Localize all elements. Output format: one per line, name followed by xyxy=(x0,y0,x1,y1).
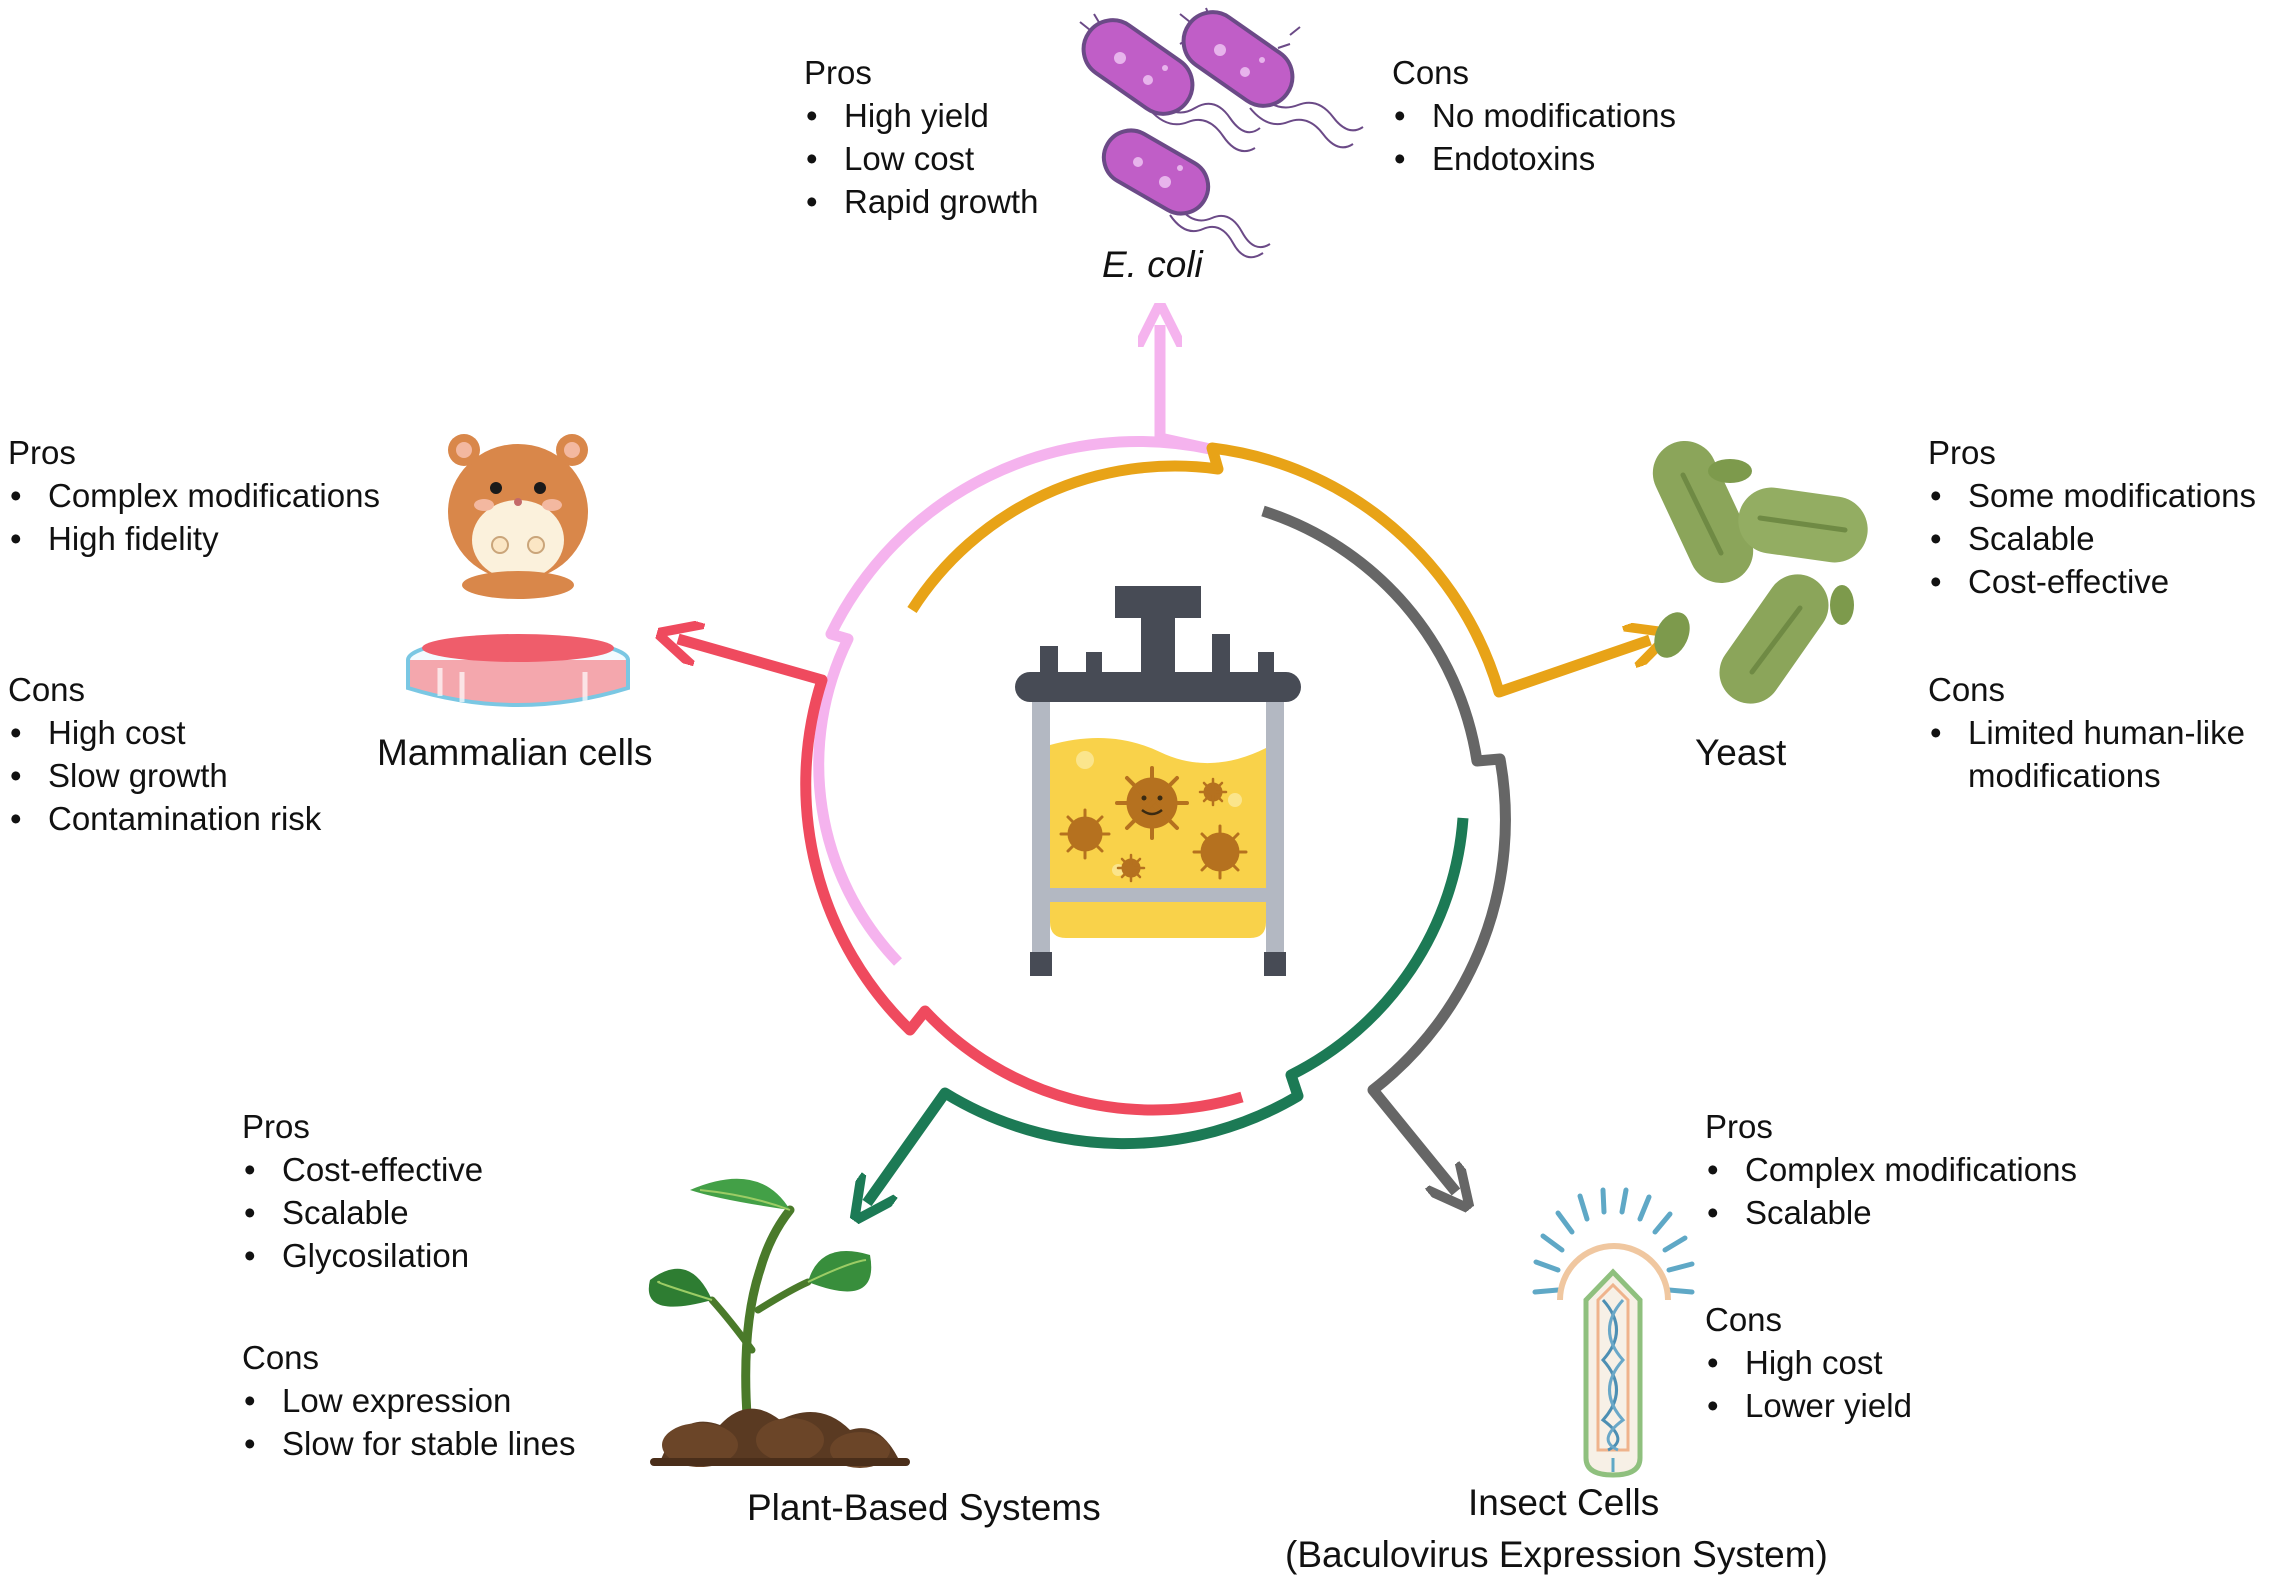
mammalian-con-item: Slow growth xyxy=(8,754,388,797)
mammalian-pros: Pros Complex modifications High fidelity xyxy=(8,431,428,560)
yeast-pros-heading: Pros xyxy=(1928,434,1996,471)
bioreactor-icon xyxy=(1015,586,1301,976)
ecoli-con-item: Endotoxins xyxy=(1392,137,1732,180)
yeast-cycle-arrow xyxy=(907,442,1650,698)
plant-cycle-arrow xyxy=(867,817,1469,1203)
plant-pro-item: Cost-effective xyxy=(242,1148,562,1191)
ecoli-cycle-arrow xyxy=(813,325,1216,966)
yeast-cons-heading: Cons xyxy=(1928,671,2006,708)
yeast-pro-item: Some modifications xyxy=(1928,474,2278,517)
yeast-label: Yeast xyxy=(1695,732,1787,773)
mammalian-cycle-arrow xyxy=(678,639,1244,1116)
yeast-cells-icon xyxy=(1652,441,1868,704)
insect-cons-heading: Cons xyxy=(1705,1301,1783,1338)
baculovirus-icon xyxy=(1532,1187,1695,1478)
insect-con-item: Lower yield xyxy=(1705,1384,2005,1427)
plant-pro-item: Glycosilation xyxy=(242,1234,562,1277)
insect-label-subtitle: (Baculovirus Expression System) xyxy=(1285,1534,1828,1575)
ecoli-con-item: No modifications xyxy=(1392,94,1732,137)
yeast-con-item: Limited human-like modifications xyxy=(1928,711,2283,797)
ecoli-cons: Cons No modifications Endotoxins xyxy=(1392,51,1732,180)
hamster-petri-dish-icon xyxy=(406,434,630,707)
ecoli-pro-item: High yield xyxy=(804,94,1064,137)
yeast-cons: Cons Limited human-like modifications xyxy=(1928,668,2283,797)
yeast-pro-item: Cost-effective xyxy=(1928,560,2278,603)
plant-con-item: Slow for stable lines xyxy=(242,1422,622,1465)
insect-pros: Pros Complex modifications Scalable xyxy=(1705,1105,2125,1234)
mammalian-cons-heading: Cons xyxy=(8,671,86,708)
plant-pro-item: Scalable xyxy=(242,1191,562,1234)
mammalian-label: Mammalian cells xyxy=(377,732,653,773)
insect-cons: Cons High cost Lower yield xyxy=(1705,1298,2005,1427)
bacteria-icon xyxy=(1079,7,1364,259)
insect-pro-item: Complex modifications xyxy=(1705,1148,2125,1191)
mammalian-pros-heading: Pros xyxy=(8,434,76,471)
insect-pros-heading: Pros xyxy=(1705,1108,1773,1145)
plant-con-item: Low expression xyxy=(242,1379,622,1422)
plant-label: Plant-Based Systems xyxy=(747,1487,1101,1528)
yeast-pro-item: Scalable xyxy=(1928,517,2278,560)
insect-con-item: High cost xyxy=(1705,1341,2005,1384)
insect-label: Insect Cells xyxy=(1468,1482,1660,1523)
plant-cons-heading: Cons xyxy=(242,1339,320,1376)
yeast-pros: Pros Some modifications Scalable Cost-ef… xyxy=(1928,431,2278,603)
plant-pros: Pros Cost-effective Scalable Glycosilati… xyxy=(242,1105,562,1277)
mammalian-pro-item: High fidelity xyxy=(8,517,428,560)
mammalian-con-item: Contamination risk xyxy=(8,797,388,840)
plant-cons: Cons Low expression Slow for stable line… xyxy=(242,1336,622,1465)
ecoli-label: E. coli xyxy=(1102,244,1203,285)
seedling-icon xyxy=(648,1178,910,1468)
ecoli-pros: Pros High yield Low cost Rapid growth xyxy=(804,51,1064,223)
mammalian-pro-item: Complex modifications xyxy=(8,474,428,517)
ecoli-pro-item: Low cost xyxy=(804,137,1064,180)
plant-pros-heading: Pros xyxy=(242,1108,310,1145)
ecoli-pros-heading: Pros xyxy=(804,54,872,91)
mammalian-con-item: High cost xyxy=(8,711,388,754)
ecoli-pro-item: Rapid growth xyxy=(804,180,1064,223)
insect-cycle-arrow xyxy=(1261,505,1511,1192)
insect-pro-item: Scalable xyxy=(1705,1191,2125,1234)
ecoli-cons-heading: Cons xyxy=(1392,54,1470,91)
mammalian-cons: Cons High cost Slow growth Contamination… xyxy=(8,668,388,840)
